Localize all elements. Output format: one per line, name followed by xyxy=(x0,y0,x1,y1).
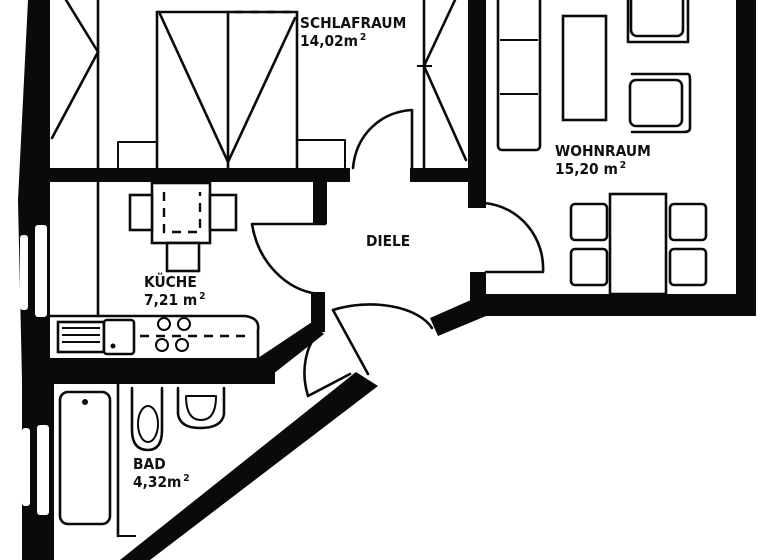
window-icon xyxy=(35,225,47,317)
wall-wohnraum-bottom xyxy=(480,294,756,316)
room-label-diele: DIELE xyxy=(366,234,414,249)
wall-schlaf-wohn xyxy=(468,0,486,208)
room-name: KÜCHE xyxy=(144,273,197,291)
armchair-icon xyxy=(626,0,690,44)
door-swing-icon xyxy=(303,328,352,398)
right-exterior-wall xyxy=(736,0,756,316)
window-icon xyxy=(37,425,49,515)
sofa-icon xyxy=(496,0,542,152)
nightstand-icon xyxy=(297,139,346,168)
door-leaf xyxy=(331,308,370,376)
room-name: WOHNRAUM xyxy=(555,142,651,160)
wohnraum-furniture xyxy=(482,0,708,296)
wardrobe-icon xyxy=(417,0,468,170)
kitchen-counter xyxy=(48,314,260,360)
toilet-icon xyxy=(130,386,164,452)
diele-doors xyxy=(250,222,434,398)
door-swing-icon xyxy=(351,108,414,170)
wardrobe-icon xyxy=(50,0,100,170)
nightstand-icon xyxy=(117,141,157,168)
stove-icon xyxy=(56,318,136,356)
sink-icon xyxy=(155,317,191,352)
wall-stub-diele-left xyxy=(313,168,327,224)
wall-schlafraum-bottom-right xyxy=(410,168,480,182)
kueche-furniture xyxy=(48,180,260,360)
schlafraum-furniture xyxy=(50,0,468,170)
wall-schlafraum-bottom xyxy=(50,168,350,182)
door-swing-icon xyxy=(331,303,434,330)
windows xyxy=(20,225,49,515)
wardrobe-icon xyxy=(155,10,299,170)
bad-furniture xyxy=(58,382,226,538)
armchair-icon xyxy=(628,72,692,134)
window-icon xyxy=(22,428,30,506)
coffee-table-icon xyxy=(561,14,608,122)
room-name: SCHLAFRAUM xyxy=(300,14,407,32)
door-swing-icon xyxy=(250,222,327,296)
wall-diele-angled-right xyxy=(430,296,486,336)
washbasin-icon xyxy=(176,386,226,430)
walls xyxy=(18,0,756,560)
wall-kueche-angled xyxy=(258,322,324,378)
dining-table-icon xyxy=(569,192,708,296)
left-exterior-wall xyxy=(18,0,50,560)
wall-bad-diagonal xyxy=(120,372,378,560)
room-name: BAD xyxy=(133,455,166,473)
dining-table-icon xyxy=(128,181,238,273)
wall-stub-kueche-diele xyxy=(311,292,325,332)
bathtub-icon xyxy=(58,390,112,526)
door-swing-icon xyxy=(482,201,545,274)
window-icon xyxy=(20,235,28,310)
wall-bad-left xyxy=(50,384,54,560)
room-name: DIELE xyxy=(366,232,411,250)
wall-kueche-bottom xyxy=(50,358,275,384)
